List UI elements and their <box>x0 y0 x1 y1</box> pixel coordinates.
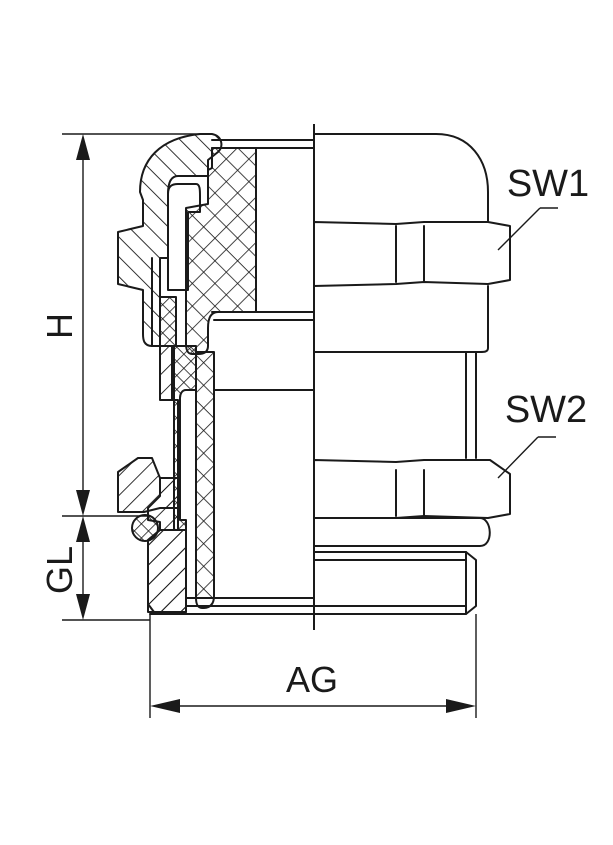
thread-view <box>313 551 477 615</box>
dome-cap <box>313 133 489 223</box>
dimension-h: H <box>39 133 212 517</box>
dimension-gl: GL <box>39 516 150 621</box>
sw1-hex-nut <box>313 221 511 287</box>
section-view <box>117 133 315 615</box>
cap-nut-section <box>117 133 223 347</box>
callout-sw2: SW2 <box>497 389 587 479</box>
inner-seal-tube <box>195 351 215 609</box>
label-sw2: SW2 <box>505 389 587 431</box>
seal-shoulder <box>159 296 177 347</box>
outside-view <box>313 133 511 615</box>
inner-seal-upper <box>173 345 197 531</box>
label-gl: GL <box>39 546 80 594</box>
label-ag: AG <box>286 659 338 700</box>
thread-section <box>147 529 187 613</box>
label-sw1: SW1 <box>507 163 589 205</box>
callout-sw1: SW1 <box>497 163 589 251</box>
o-ring-view <box>313 517 491 547</box>
seal-insert-section <box>185 147 257 355</box>
dimension-ag: AG <box>149 614 477 718</box>
o-ring <box>131 514 159 542</box>
body-flange-section <box>117 457 179 513</box>
label-h: H <box>39 313 80 339</box>
sw2-hex-nut <box>313 459 511 519</box>
